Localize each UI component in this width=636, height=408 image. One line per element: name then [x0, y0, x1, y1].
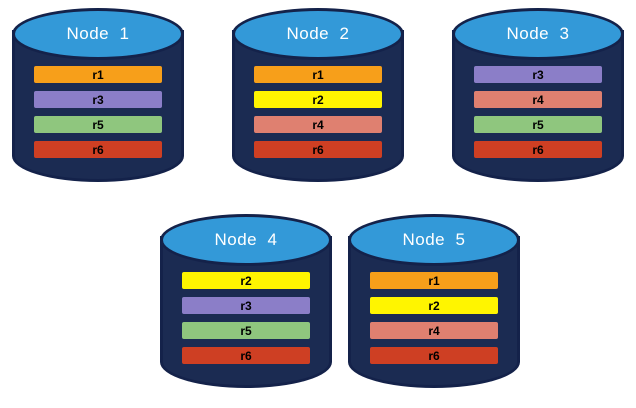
cylinder-top-ellipse: [348, 214, 520, 266]
replica-bar[interactable]: r6: [474, 141, 602, 158]
replica-list: r1 r3 r5 r6: [12, 66, 184, 158]
replica-bar[interactable]: r5: [474, 116, 602, 133]
replica-bar[interactable]: r3: [474, 66, 602, 83]
replica-bar[interactable]: r2: [254, 91, 382, 108]
replica-list: r3 r4 r5 r6: [452, 66, 624, 158]
replica-bar[interactable]: r4: [370, 322, 498, 339]
cylinder-top-ellipse: [452, 8, 624, 60]
replica-bar[interactable]: r5: [182, 322, 310, 339]
replica-bar[interactable]: r4: [254, 116, 382, 133]
replica-list: r1 r2 r4 r6: [232, 66, 404, 158]
replica-bar[interactable]: r6: [370, 347, 498, 364]
replica-bar[interactable]: r6: [182, 347, 310, 364]
replica-bar[interactable]: r6: [254, 141, 382, 158]
replica-bar[interactable]: r5: [34, 116, 162, 133]
cylinder-top-ellipse: [232, 8, 404, 60]
replica-bar[interactable]: r3: [182, 297, 310, 314]
replica-bar[interactable]: r6: [34, 141, 162, 158]
replica-list: r1 r2 r4 r6: [348, 272, 520, 364]
replica-bar[interactable]: r1: [370, 272, 498, 289]
replica-bar[interactable]: r1: [34, 66, 162, 83]
cylinder-top-ellipse: [12, 8, 184, 60]
replica-bar[interactable]: r1: [254, 66, 382, 83]
cylinder-top-ellipse: [160, 214, 332, 266]
replica-bar[interactable]: r3: [34, 91, 162, 108]
replica-bar[interactable]: r2: [370, 297, 498, 314]
replica-bar[interactable]: r2: [182, 272, 310, 289]
replica-bar[interactable]: r4: [474, 91, 602, 108]
replica-list: r2 r3 r5 r6: [160, 272, 332, 364]
